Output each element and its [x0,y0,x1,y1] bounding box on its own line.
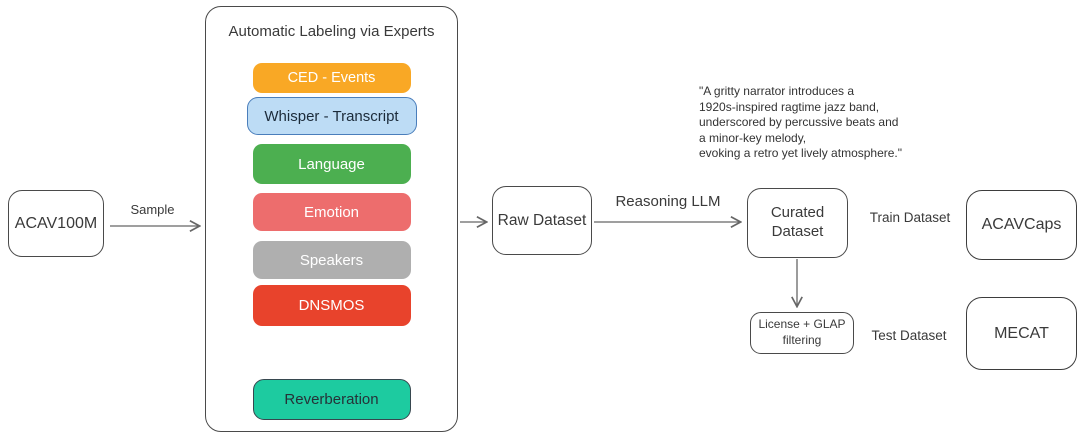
raw-dataset-node: Raw Dataset [492,186,592,255]
acav100m-node: ACAV100M [8,190,104,257]
expert-box-reverberation: Reverberation [252,379,411,420]
expert-box-ced-events: CED - Events [252,63,411,93]
expert-box-language: Language [252,144,411,184]
train-dataset-label: Train Dataset [869,210,951,225]
test-dataset-label: Test Dataset [871,328,947,343]
acavcaps-node: ACAVCaps [966,190,1077,260]
sample-arrow-label: Sample [130,202,175,217]
license-glap-filtering-node: License + GLAP filtering [750,312,854,354]
example-caption-quote: "A gritty narrator introduces a 1920s-in… [699,84,903,160]
experts-panel: Automatic Labeling via Experts CED - Eve… [205,6,458,432]
expert-box-emotion: Emotion [252,193,411,231]
expert-box-whisper-transcript: Whisper - Transcript [246,97,417,135]
mecat-node: MECAT [966,297,1077,370]
reasoning-llm-arrow-label: Reasoning LLM [615,193,721,210]
expert-box-dnsmos: DNSMOS [252,285,411,326]
expert-box-speakers: Speakers [252,241,411,279]
experts-panel-title: Automatic Labeling via Experts [228,23,435,40]
curated-dataset-node: Curated Dataset [747,188,848,258]
